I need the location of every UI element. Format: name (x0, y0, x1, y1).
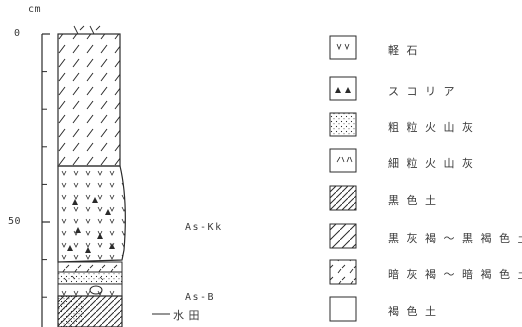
legend-swatch-pumice (329, 35, 357, 60)
scoria-mark (105, 209, 111, 215)
legend-swatch-coarse-ash (329, 112, 357, 137)
depth-axis (41, 33, 50, 327)
legend-swatch-black-soil (329, 185, 357, 211)
layer-upper-soil (57, 25, 121, 167)
scoria-mark (72, 199, 78, 205)
legend-label-pumice: 軽 石 (388, 44, 420, 57)
legend-label-brown-soil: 褐 色 土 (388, 305, 438, 318)
legend-label-black-soil: 黒 色 土 (388, 194, 438, 207)
scale-unit-label: cm (28, 4, 42, 15)
legend-swatch-dim-gray-brown (329, 259, 357, 285)
legend-label-fine-ash: 細 粒 火 山 灰 (388, 157, 475, 170)
scale-tick-50: 50 (8, 216, 22, 227)
legend-swatches (329, 35, 357, 322)
legend-label-coarse-ash: 粗 粒 火 山 灰 (388, 121, 475, 134)
as-b-label: As-B (185, 292, 216, 303)
scoria-mark (92, 197, 98, 203)
as-kk-label: As-Kk (185, 222, 223, 233)
legend-swatch-dark-gray-brown (329, 223, 357, 249)
legend-label-dark-gray-brown: 黒 灰 褐 ～ 黒 褐 色 土 (388, 232, 522, 245)
legend-label-scoria: ス コ リ ア (388, 85, 457, 98)
paddy-label: 水 田 (173, 309, 200, 322)
layer-paddy-soil (57, 295, 123, 327)
scoria-mark (75, 227, 81, 233)
layer-as-b (57, 261, 123, 297)
scoria-mark (109, 243, 115, 249)
scoria-mark (67, 245, 73, 251)
legend-label-dim-gray-brown: 暗 灰 褐 ～ 暗 褐 色 土 (388, 268, 522, 281)
scale-tick-0: 0 (14, 28, 21, 39)
scoria-mark (85, 247, 91, 253)
layer-as-kk (57, 165, 126, 263)
legend-swatch-brown-soil (329, 296, 357, 322)
scoria-mark (97, 233, 103, 239)
legend-swatch-scoria (329, 76, 357, 101)
